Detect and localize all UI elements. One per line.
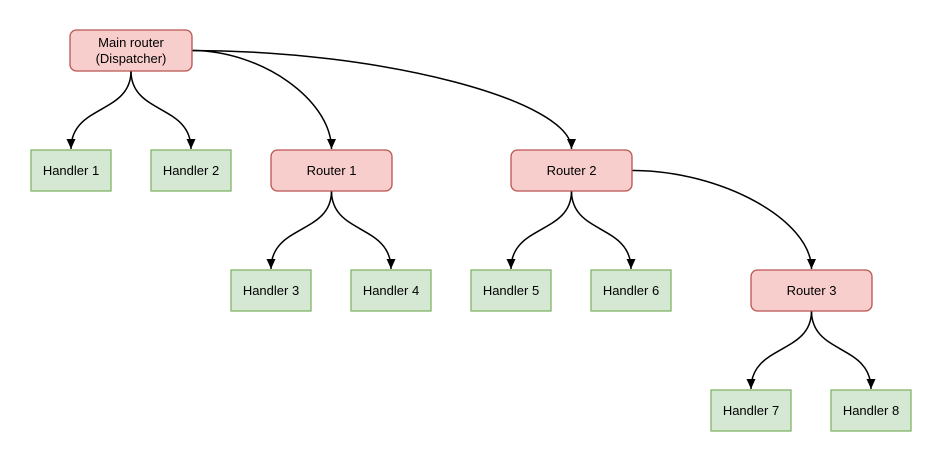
node-main: Main router(Dispatcher) xyxy=(69,29,193,72)
node-h7: Handler 7 xyxy=(710,389,792,432)
node-label: Handler 7 xyxy=(723,403,779,418)
edge-main-h2 xyxy=(130,70,196,150)
node-label: Router 2 xyxy=(547,163,597,178)
node-label: Handler 1 xyxy=(43,163,99,178)
node-r1: Router 1 xyxy=(270,149,393,192)
node-label: Router 3 xyxy=(787,283,837,298)
node-label: Handler 4 xyxy=(363,283,419,298)
edge-r1-h4 xyxy=(330,190,396,270)
node-r3: Router 3 xyxy=(750,269,873,312)
node-label: Handler 5 xyxy=(483,283,539,298)
node-h4: Handler 4 xyxy=(350,269,432,312)
handler-shape xyxy=(710,389,792,432)
handler-shape xyxy=(30,149,112,192)
node-label: Handler 8 xyxy=(843,403,899,418)
edge-r2-h6 xyxy=(570,190,636,270)
edge-r2-r3 xyxy=(631,169,816,270)
router-shape xyxy=(69,29,193,72)
edge-r2-h5 xyxy=(506,190,573,270)
node-label: Handler 3 xyxy=(243,283,299,298)
node-h2: Handler 2 xyxy=(150,149,232,192)
node-label: Main router(Dispatcher) xyxy=(96,35,167,66)
handler-shape xyxy=(830,389,912,432)
edge-r3-h8 xyxy=(810,310,876,390)
edge-r3-h7 xyxy=(746,310,813,390)
edge-main-r1 xyxy=(191,49,336,150)
node-h8: Handler 8 xyxy=(830,389,912,432)
node-label: Handler 2 xyxy=(163,163,219,178)
router-shape xyxy=(270,149,393,192)
handler-shape xyxy=(150,149,232,192)
node-h5: Handler 5 xyxy=(470,269,552,312)
router-shape xyxy=(750,269,873,312)
node-h1: Handler 1 xyxy=(30,149,112,192)
handler-shape xyxy=(350,269,432,312)
node-h3: Handler 3 xyxy=(230,269,312,312)
node-r2: Router 2 xyxy=(510,149,633,192)
router-shape xyxy=(510,149,633,192)
edge-r1-h3 xyxy=(266,190,333,270)
handler-shape xyxy=(590,269,672,312)
edge-main-r2 xyxy=(191,49,576,150)
node-h6: Handler 6 xyxy=(590,269,672,312)
node-label: Router 1 xyxy=(307,163,357,178)
node-label: Handler 6 xyxy=(603,283,659,298)
edge-main-h1 xyxy=(66,70,132,150)
handler-shape xyxy=(230,269,312,312)
handler-shape xyxy=(470,269,552,312)
